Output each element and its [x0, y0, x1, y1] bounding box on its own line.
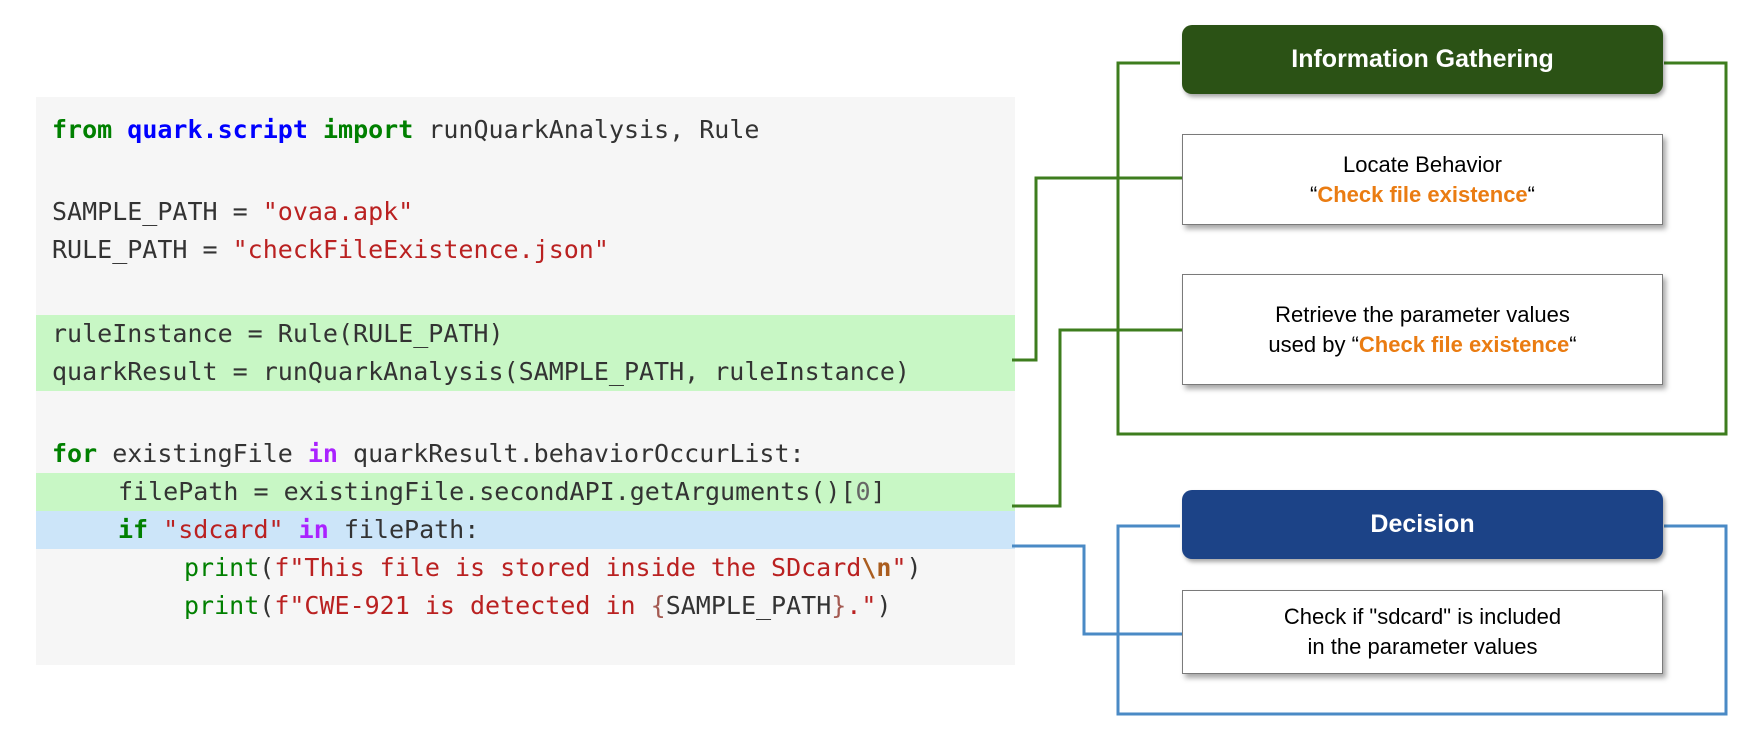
import-names: runQuarkAnalysis, Rule	[413, 115, 760, 144]
code-line-if-sdcard: if "sdcard" in filePath:	[36, 511, 1015, 549]
quote-open: “	[1310, 181, 1318, 207]
sample-path-string: "ovaa.apk"	[262, 197, 414, 226]
print-string-2: f"CWE-921 is detected in	[274, 591, 651, 620]
keyword-for: for	[52, 439, 98, 468]
keyword-in-if: in	[298, 515, 329, 544]
loop-iterable: quarkResult.behaviorOccurList:	[337, 439, 805, 468]
code-line-print-cwe: print(f"CWE-921 is detected in {SAMPLE_P…	[36, 587, 1015, 625]
paren-open-2: (	[259, 591, 275, 620]
locate-behavior-label: Locate Behavior	[1343, 151, 1502, 177]
rule-path-string: "checkFileExistence.json"	[232, 235, 609, 264]
if-condition-rest: filePath:	[328, 515, 480, 544]
check-sdcard-box: Check if "sdcard" is included in the par…	[1182, 590, 1663, 674]
index-number: 0	[855, 477, 871, 506]
code-line-print-sdcard: print(f"This file is stored inside the S…	[36, 549, 1015, 587]
behavior-name: Check file existence	[1317, 181, 1528, 207]
locate-behavior-target: “Check file existence“	[1310, 180, 1535, 210]
string-end-2: ."	[846, 591, 877, 620]
code-line-rule-instance: ruleInstance = Rule(RULE_PATH)	[36, 315, 1015, 353]
code-line-quark-result: quarkResult = runQuarkAnalysis(SAMPLE_PA…	[36, 353, 1015, 391]
info-gathering-title: Information Gathering	[1291, 45, 1554, 73]
keyword-if: if	[118, 515, 149, 544]
rule-instance-text: ruleInstance = Rule(RULE_PATH)	[52, 319, 504, 348]
check-sdcard-line1: Check if "sdcard" is included	[1283, 604, 1562, 629]
index-close: ]	[870, 477, 886, 506]
print-function-2: print	[184, 591, 260, 620]
connector-locate-behavior	[1012, 176, 1182, 362]
quote-close-2: “	[1569, 331, 1577, 357]
retrieve-prefix: used by “	[1268, 331, 1359, 357]
interpolated-variable: SAMPLE_PATH	[665, 591, 832, 620]
code-line-sample-path: SAMPLE_PATH = "ovaa.apk"	[36, 193, 1015, 231]
code-line-for-loop: for existingFile in quarkResult.behavior…	[36, 435, 1015, 473]
info-group-frame	[1116, 61, 1728, 436]
brace-close: }	[831, 591, 847, 620]
module-name: quark.script	[127, 115, 308, 144]
code-line-file-path: filePath = existingFile.secondAPI.getArg…	[36, 473, 1015, 511]
retrieve-params-label: Retrieve the parameter values	[1275, 301, 1570, 327]
quote-close: “	[1527, 181, 1535, 207]
locate-behavior-box: Locate Behavior “Check file existence“	[1182, 134, 1663, 225]
file-path-text: filePath = existingFile.secondAPI.getArg…	[118, 477, 856, 506]
code-panel: from quark.script import runQuarkAnalysi…	[36, 97, 1015, 665]
rule-path-assign: RULE_PATH =	[52, 235, 233, 264]
behavior-name-2: Check file existence	[1358, 331, 1570, 357]
sample-path-assign: SAMPLE_PATH =	[52, 197, 263, 226]
code-line-import: from quark.script import runQuarkAnalysi…	[36, 111, 1015, 149]
escape-newline: \n	[861, 553, 892, 582]
string-end: "	[891, 553, 907, 582]
keyword-in: in	[307, 439, 338, 468]
decision-group-frame	[1116, 524, 1728, 716]
brace-open: {	[650, 591, 666, 620]
retrieve-params-box: Retrieve the parameter values used by “C…	[1182, 274, 1663, 385]
code-line-rule-path: RULE_PATH = "checkFileExistence.json"	[36, 231, 1015, 269]
paren-close: )	[906, 553, 922, 582]
loop-variable: existingFile	[97, 439, 308, 468]
paren-close-2: )	[876, 591, 892, 620]
paren-open: (	[259, 553, 275, 582]
print-function: print	[184, 553, 260, 582]
keyword-import: import	[322, 115, 414, 144]
connector-retrieve-params	[1012, 328, 1182, 508]
retrieve-params-target: used by “Check file existence“	[1268, 330, 1576, 360]
info-gathering-header: Information Gathering	[1182, 25, 1663, 94]
print-string: f"This file is stored inside the SDcard	[274, 553, 862, 582]
connector-decision-check	[1012, 544, 1182, 636]
decision-title: Decision	[1370, 510, 1475, 538]
quark-result-text: quarkResult = runQuarkAnalysis(SAMPLE_PA…	[52, 357, 910, 386]
decision-header: Decision	[1182, 490, 1663, 559]
sdcard-string: "sdcard"	[163, 515, 284, 544]
keyword-from: from	[52, 115, 113, 144]
check-sdcard-line2: in the parameter values	[1307, 634, 1538, 659]
